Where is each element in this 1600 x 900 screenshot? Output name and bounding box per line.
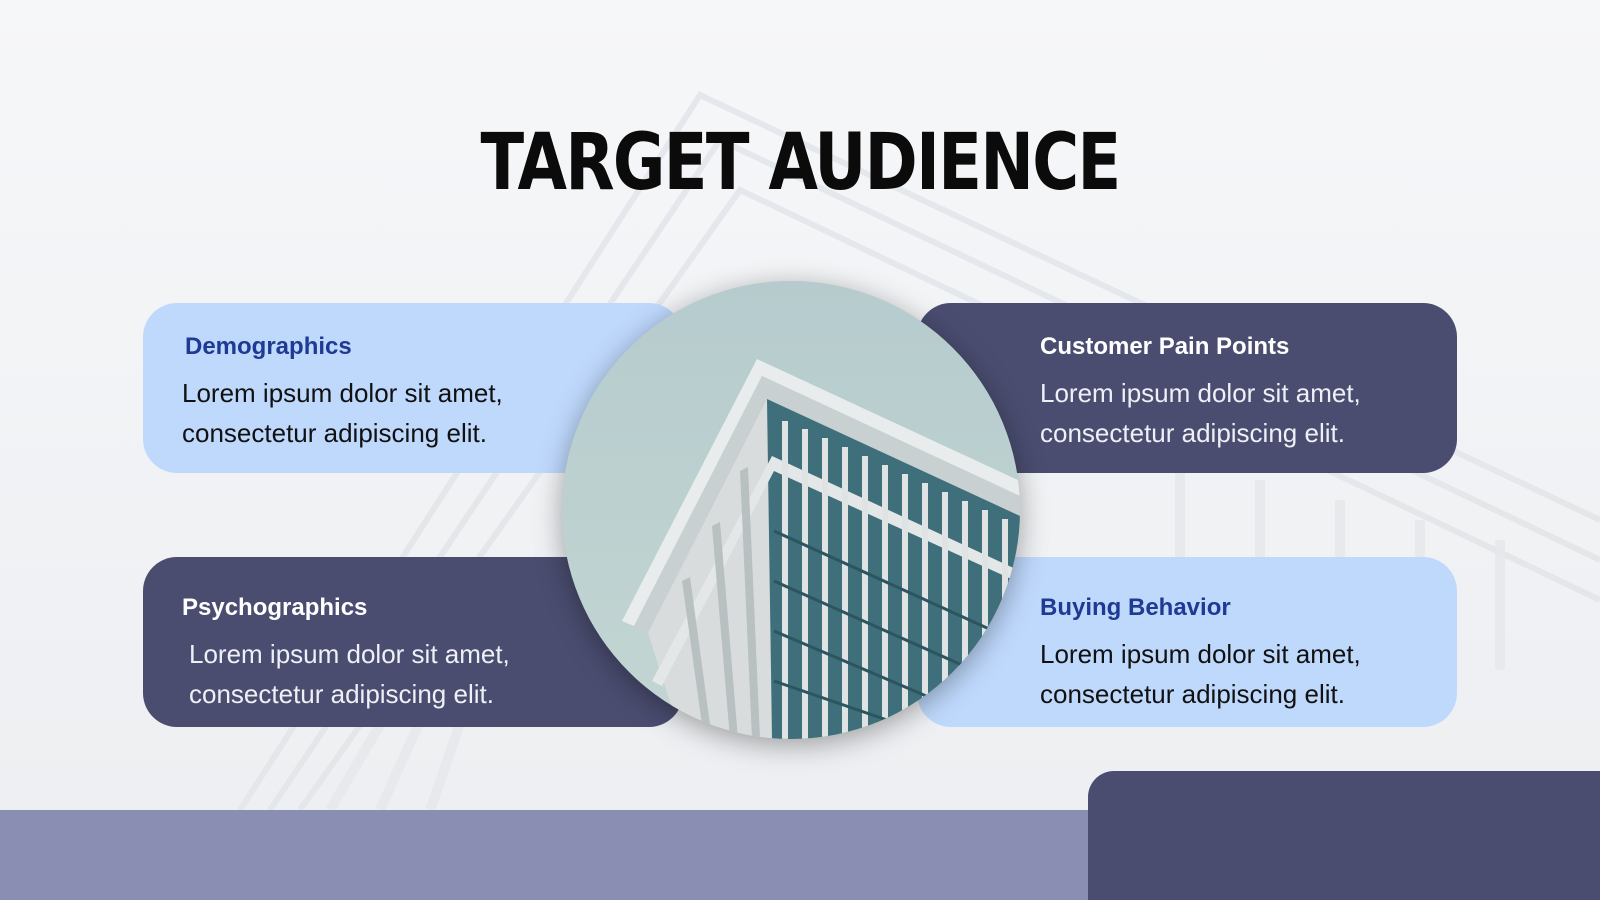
card-text-line-2: consectetur adipiscing elit.: [182, 418, 487, 448]
building-photo: [562, 281, 1020, 739]
card-text-line-1: Lorem ipsum dolor sit amet,: [182, 378, 503, 408]
card-heading: Customer Pain Points: [1040, 333, 1290, 360]
card-heading: Demographics: [185, 333, 352, 360]
page-title: TARGET AUDIENCE: [480, 118, 1121, 208]
card-heading: Buying Behavior: [1040, 594, 1231, 621]
card-demographics: Demographics Lorem ipsum dolor sit amet,…: [143, 303, 683, 473]
card-text-line-1: Lorem ipsum dolor sit amet,: [1040, 378, 1361, 408]
bottom-bar-left: [0, 810, 1090, 900]
card-buying-behavior: Buying Behavior Lorem ipsum dolor sit am…: [917, 557, 1457, 727]
building-illustration: [562, 281, 1020, 739]
card-text-line-1: Lorem ipsum dolor sit amet,: [189, 639, 510, 669]
card-text-line-1: Lorem ipsum dolor sit amet,: [1040, 639, 1361, 669]
card-text-line-2: consectetur adipiscing elit.: [189, 679, 494, 709]
bottom-bar-right: [1088, 771, 1600, 900]
card-text-line-2: consectetur adipiscing elit.: [1040, 679, 1345, 709]
card-heading: Psychographics: [182, 594, 368, 621]
card-text-line-2: consectetur adipiscing elit.: [1040, 418, 1345, 448]
